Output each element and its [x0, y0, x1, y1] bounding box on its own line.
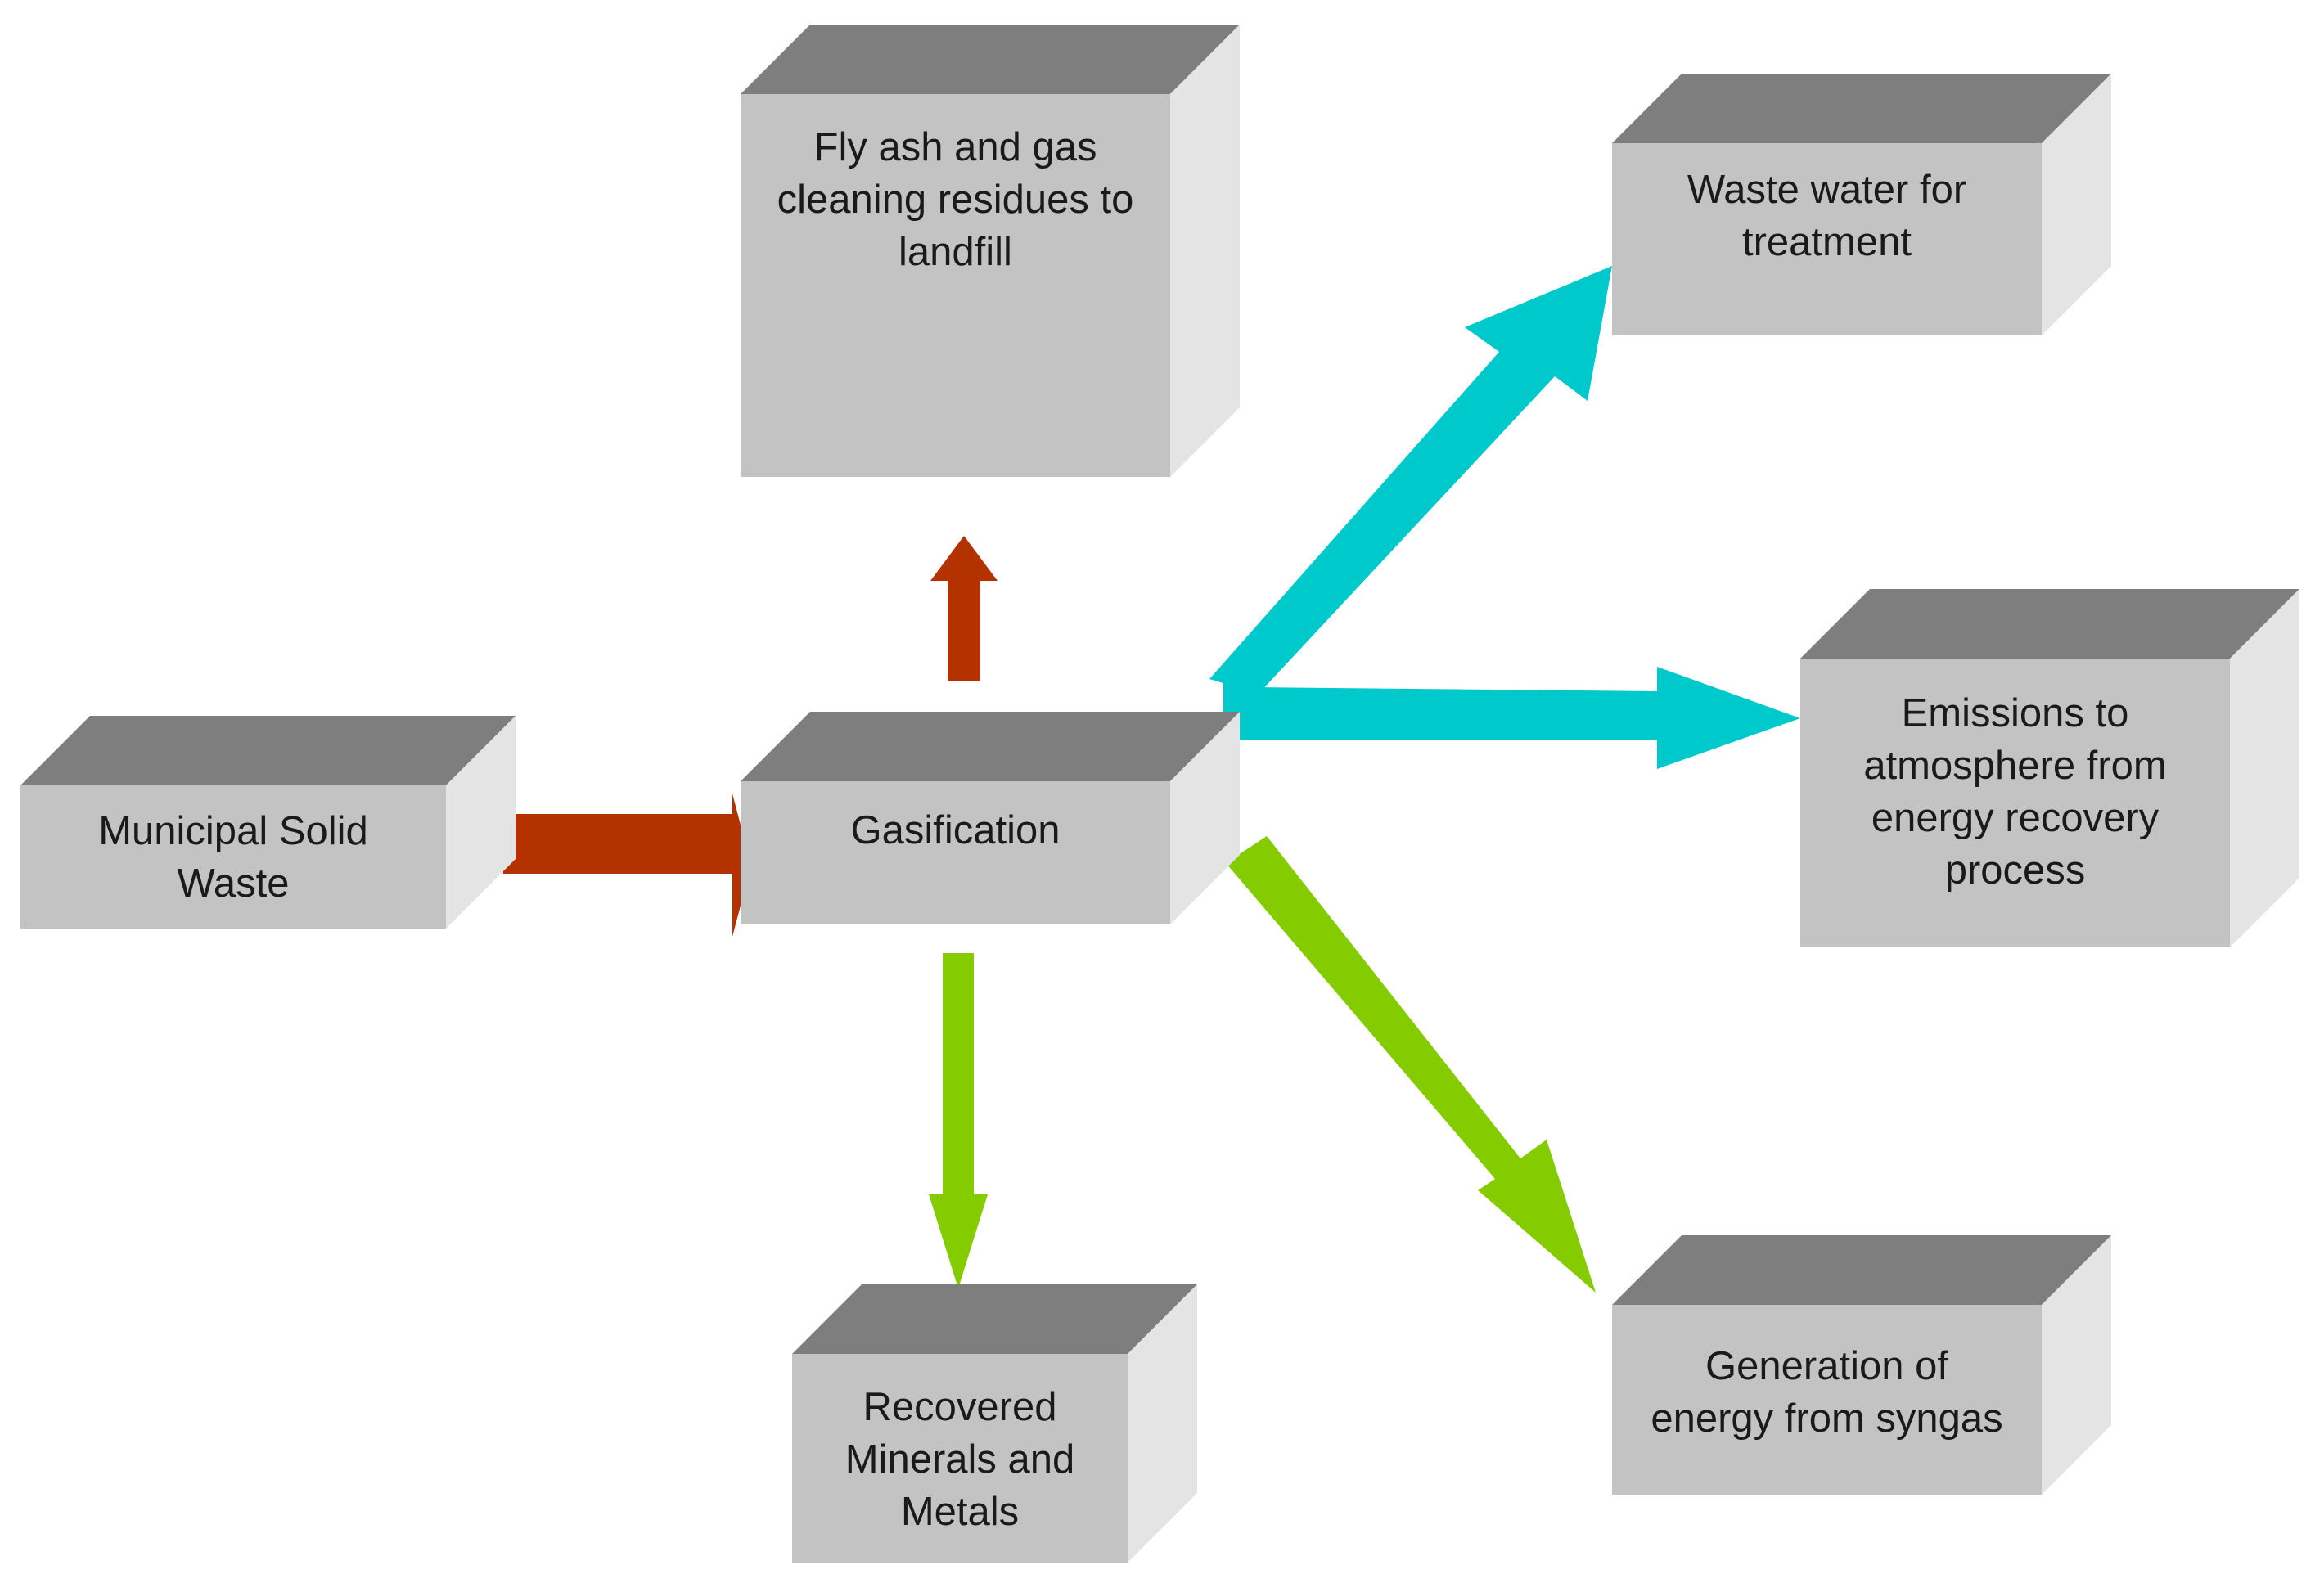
- box-side-face: [1170, 25, 1240, 477]
- box-top-face: [1800, 589, 2299, 659]
- box-front-face: [20, 785, 446, 929]
- box-front-face: [741, 781, 1170, 924]
- box-top-face: [1612, 1235, 2111, 1305]
- box-top-face: [1612, 74, 2111, 143]
- box-front-face: [1612, 1305, 2042, 1495]
- box-top-face: [741, 25, 1240, 94]
- box-side-face: [1170, 712, 1240, 924]
- arrow-gasification-to-emissions: [1223, 667, 1800, 769]
- box-gasification: [741, 712, 1240, 924]
- box-front-face: [741, 94, 1170, 477]
- box-side-face: [446, 716, 516, 929]
- box-top-face: [741, 712, 1240, 781]
- arrow-gasification-to-minerals: [929, 953, 988, 1288]
- box-side-face: [2230, 589, 2299, 947]
- box-front-face: [792, 1354, 1128, 1563]
- arrow-gasification-to-waste-water: [1209, 266, 1612, 694]
- box-side-face: [2042, 1235, 2111, 1495]
- arrow-msw-to-gasification: [503, 794, 751, 937]
- box-emissions: [1800, 589, 2299, 947]
- box-top-face: [792, 1284, 1197, 1354]
- box-top-face: [20, 716, 516, 785]
- arrow-gasification-to-energy: [1226, 836, 1596, 1293]
- arrow-gasification-to-fly-ash: [930, 536, 998, 681]
- box-front-face: [1612, 143, 2042, 335]
- box-side-face: [1128, 1284, 1197, 1563]
- box-minerals: [792, 1284, 1197, 1563]
- box-msw: [20, 716, 516, 929]
- box-fly-ash: [741, 25, 1240, 477]
- box-front-face: [1800, 659, 2230, 947]
- box-waste-water: [1612, 74, 2111, 335]
- box-energy: [1612, 1235, 2111, 1495]
- box-side-face: [2042, 74, 2111, 335]
